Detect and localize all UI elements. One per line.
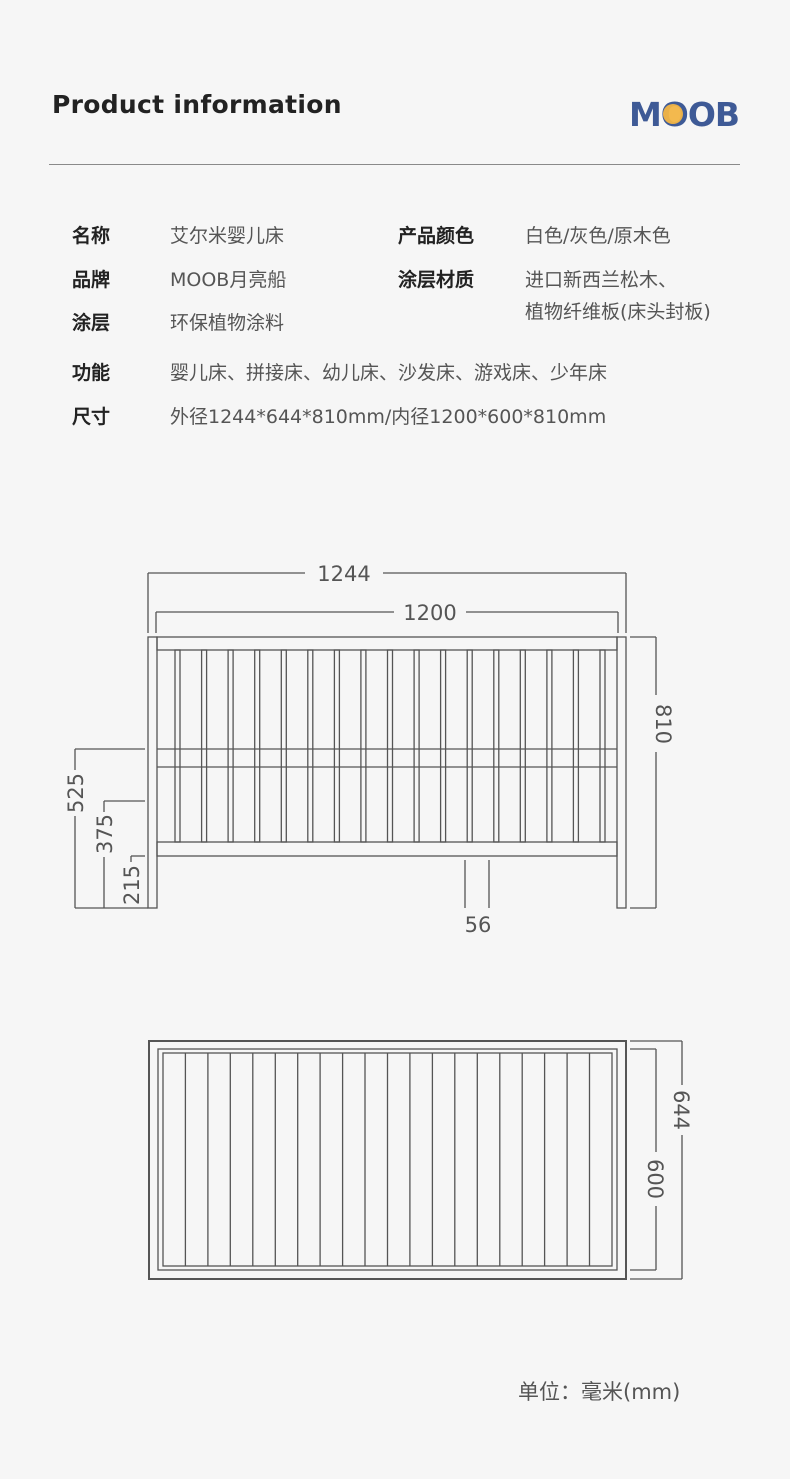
dim-label-375: 375 — [93, 814, 117, 854]
dim-label-525: 525 — [64, 773, 88, 813]
dim-label-1244: 1244 — [317, 562, 370, 586]
spec-value-material-line1: 进口新西兰松木、 — [525, 269, 678, 291]
spec-value-function: 婴儿床、拼接床、幼儿床、沙发床、游戏床、少年床 — [170, 362, 608, 384]
crib-slat — [546, 649, 553, 843]
dim-label-215: 215 — [120, 865, 144, 905]
spec-value-name: 艾尔米婴儿床 — [170, 225, 285, 247]
spec-label-name: 名称 — [72, 225, 111, 247]
spec-label-brand: 品牌 — [72, 269, 111, 291]
dim-label-1200: 1200 — [403, 601, 456, 625]
crib-slat — [280, 649, 287, 843]
dim-label-600: 600 — [643, 1159, 667, 1199]
page-title: Product information — [52, 90, 342, 119]
dim-label-644: 644 — [669, 1090, 693, 1130]
spec-value-size: 外径1244*644*810mm/内径1200*600*810mm — [170, 406, 607, 428]
crib-slat — [386, 649, 394, 843]
crib-slat — [439, 649, 447, 843]
crib-slat — [174, 649, 181, 843]
crib-slat — [493, 649, 500, 843]
dim-label-810: 810 — [651, 704, 675, 744]
top-outer-frame — [148, 1040, 627, 1280]
spec-label-material: 涂层材质 — [398, 269, 475, 291]
spec-value-material-line2: 植物纤维板(床头封板) — [525, 301, 711, 323]
crib-right-post — [616, 636, 627, 909]
crib-bottom-rail — [156, 841, 618, 857]
crib-slat — [519, 649, 526, 843]
crib-slat — [413, 649, 420, 843]
side-view-diagram — [74, 572, 657, 909]
crib-slat — [200, 649, 208, 843]
crib-slat — [227, 649, 234, 843]
top-boards — [184, 1053, 591, 1266]
spec-label-color: 产品颜色 — [398, 225, 475, 247]
crib-slat — [254, 649, 261, 843]
spec-label-size: 尺寸 — [72, 406, 111, 428]
moob-logo: MOOB — [629, 96, 740, 130]
crib-slats — [174, 649, 606, 843]
crib-left-post — [147, 636, 158, 909]
side-view-labels: 1244 1200 810 525 375 215 56 — [64, 562, 675, 937]
unit-note: 单位：毫米(mm) — [518, 1380, 681, 1404]
crib-slat — [333, 649, 341, 843]
spec-value-brand: MOOB月亮船 — [170, 269, 287, 291]
crib-top-rail — [156, 636, 618, 651]
spec-value-coating: 环保植物涂料 — [170, 312, 285, 334]
top-view-diagram — [148, 1040, 683, 1280]
spec-label-coating: 涂层 — [72, 312, 111, 334]
dim-label-56: 56 — [465, 913, 492, 937]
header-divider — [49, 164, 740, 165]
crib-slat — [599, 649, 606, 843]
crib-slat — [572, 649, 580, 843]
crib-slat — [307, 649, 314, 843]
crib-slat — [360, 649, 367, 843]
moob-logo-text: MOOB — [629, 96, 739, 130]
top-inner-frame — [157, 1048, 618, 1271]
spec-label-function: 功能 — [72, 362, 111, 384]
spec-value-color: 白色/灰色/原木色 — [525, 225, 671, 247]
moob-logo-moon — [663, 104, 683, 124]
top-view-labels: 644 600 — [643, 1090, 693, 1199]
crib-slat — [466, 649, 473, 843]
